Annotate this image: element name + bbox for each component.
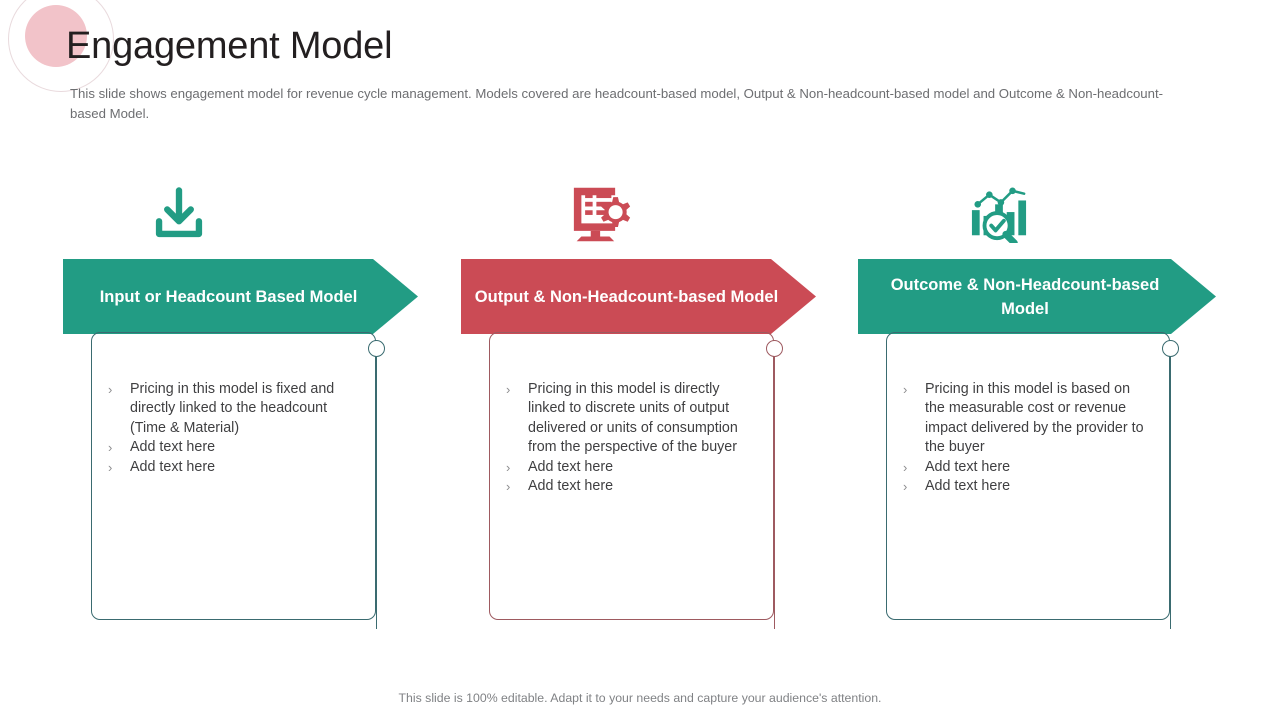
list-item-text: Pricing in this model is directly linked… [528, 381, 738, 456]
chevron-right-icon: › [108, 440, 113, 456]
pin-stem [1170, 357, 1171, 629]
banner-label: Output & Non-Headcount-based Model [474, 287, 779, 306]
list-item: › Add text here [903, 458, 1153, 477]
chevron-right-icon: › [506, 382, 511, 397]
chevron-right-icon: › [903, 382, 908, 397]
chevron-right-icon: › [108, 459, 113, 475]
page-title: Engagement Model [66, 25, 393, 67]
banner-label: Outcome & Non-Headcount-based Model [890, 275, 1160, 318]
page-subtitle: This slide shows engagement model for re… [70, 86, 1163, 121]
list-item: › Add text here [108, 438, 358, 457]
list-item-text: Pricing in this model is fixed and direc… [130, 381, 335, 436]
bar-chart-magnifier-check-icon [820, 170, 1178, 258]
list-item-text: Pricing in this model is based on the me… [925, 381, 1144, 456]
list-item-text: Add text here [130, 458, 216, 475]
decorative-arc [8, 0, 114, 92]
list-item-text: Add text here [528, 458, 614, 475]
list-item: › Add text here [506, 477, 756, 496]
list-item: › Pricing in this model is fixed and dire… [108, 380, 358, 438]
pin-dot-icon [1162, 340, 1179, 357]
pin-dot-icon [766, 340, 783, 357]
chevron-right-icon: › [108, 382, 113, 397]
pin-dot-icon [368, 340, 385, 357]
list-item-text: Add text here [925, 478, 1011, 495]
list-item: › Add text here [108, 458, 358, 477]
list-item: › Pricing in this model is directly linke… [506, 380, 756, 458]
banner-input-headcount[interactable]: Input or Headcount Based Model [63, 259, 418, 334]
chevron-right-icon: › [903, 479, 908, 495]
monitor-gear-icon [424, 170, 779, 258]
chevron-right-icon: › [506, 459, 511, 475]
content-card [91, 332, 376, 620]
pin-stem [376, 357, 377, 629]
footer-note: This slide is 100% editable. Adapt it to… [398, 691, 882, 705]
chevron-right-icon: › [903, 459, 908, 475]
list-item-text: Add text here [528, 478, 614, 495]
banner-output-nonheadcount[interactable]: Output & Non-Headcount-based Model [461, 259, 816, 334]
list-item: › Add text here [506, 458, 756, 477]
content-card [489, 332, 774, 620]
decorative-circle [25, 5, 87, 67]
chevron-right-icon: › [506, 479, 511, 495]
list-item: › Pricing in this model is based on the m… [903, 380, 1153, 458]
pin-stem [774, 357, 775, 629]
list-item-text: Add text here [130, 439, 216, 456]
content-card [886, 332, 1170, 620]
banner-label: Input or Headcount Based Model [99, 287, 358, 306]
download-arrow-icon [1, 170, 356, 258]
list-item: › Add text here [903, 477, 1153, 496]
list-item-text: Add text here [925, 458, 1011, 475]
bullet-list: › Pricing in this model is based on the m… [903, 380, 1153, 496]
banner-outcome-nonheadcount[interactable]: Outcome & Non-Headcount-based Model [858, 259, 1216, 334]
bullet-list: › Pricing in this model is fixed and dire… [108, 380, 358, 477]
bullet-list: › Pricing in this model is directly linke… [506, 380, 756, 496]
